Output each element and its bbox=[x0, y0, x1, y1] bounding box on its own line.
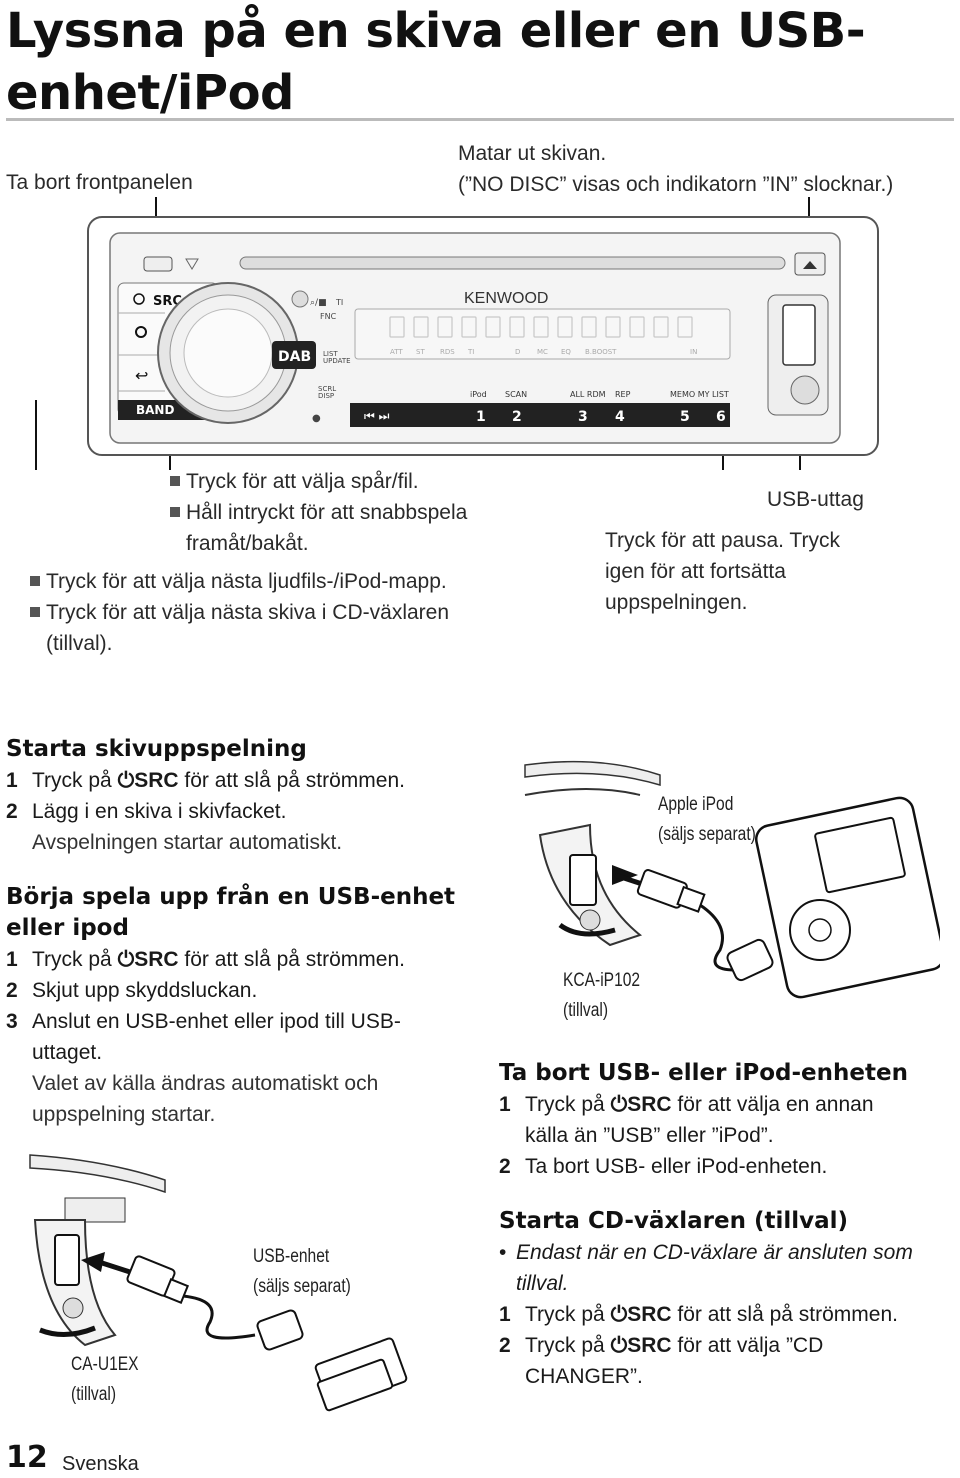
preset-number-3: 3 bbox=[578, 409, 588, 425]
label-usb-device: USB-enhet (säljs separat) bbox=[253, 1246, 351, 1297]
band-button-label: BAND bbox=[136, 403, 174, 417]
heading-start-disc: Starta skivuppspelning bbox=[6, 736, 307, 762]
preset-label-0: iPod bbox=[470, 390, 487, 399]
svg-text:TI: TI bbox=[335, 298, 343, 307]
heading-start-usb: Börja spela upp från en USB-enhet eller … bbox=[6, 884, 456, 941]
src-button-label: SRC bbox=[153, 294, 182, 309]
ipod-connection-illustration bbox=[524, 760, 940, 999]
preset-number-2: 2 bbox=[512, 409, 522, 425]
page-title: Lyssna på en skiva eller en USB- enhet/i… bbox=[6, 3, 866, 121]
preset-number-4: 4 bbox=[615, 409, 625, 425]
car-stereo-illustration: SRC ↩ BAND DAB ⌕/■ TI FNC LIST UPDATE SC… bbox=[35, 197, 879, 470]
callout-remove-panel: Ta bort frontpanelen bbox=[6, 171, 193, 194]
power-icon: ⏻ bbox=[117, 769, 135, 792]
power-icon: ⏻ bbox=[610, 1334, 628, 1357]
bullet-dot-icon: • bbox=[499, 1241, 507, 1264]
bullet-square-icon bbox=[30, 576, 40, 586]
power-icon: ⏻ bbox=[117, 948, 135, 971]
display-indicator-1: ST bbox=[416, 348, 425, 356]
preset-label-1: SCAN bbox=[505, 390, 527, 399]
usb-device-connection-illustration bbox=[29, 1154, 408, 1412]
page-number: 12 bbox=[6, 1440, 48, 1475]
heading-cd-changer: Starta CD-växlaren (tillval) bbox=[499, 1208, 849, 1234]
display-indicator-5: MC bbox=[537, 348, 548, 356]
label-apple-ipod: Apple iPod (säljs separat) bbox=[658, 794, 756, 845]
display-indicator-2: RDS bbox=[440, 348, 455, 356]
svg-text:LIST: LIST bbox=[323, 350, 338, 358]
callout-usb-port: USB-uttag bbox=[767, 488, 864, 511]
bullet-square-icon bbox=[170, 476, 180, 486]
heading-remove-usb: Ta bort USB- eller iPod-enheten bbox=[499, 1060, 908, 1086]
section-start-usb: Börja spela upp från en USB-enhet eller … bbox=[6, 882, 476, 1130]
display-indicator-7: B.BOOST bbox=[585, 348, 617, 356]
label-ca-u1ex: CA-U1EX (tillval) bbox=[71, 1354, 139, 1405]
preset-label-3: REP bbox=[615, 390, 631, 399]
svg-text:⌕/■: ⌕/■ bbox=[310, 298, 327, 308]
svg-text:●: ● bbox=[312, 413, 321, 424]
svg-text:⏮ ⏭: ⏮ ⏭ bbox=[364, 409, 390, 423]
display-indicator-6: EQ bbox=[561, 348, 571, 356]
callout-folder-disc: Tryck för att välja nästa ljudfils-/iPod… bbox=[30, 566, 449, 659]
preset-number-1: 1 bbox=[476, 409, 486, 425]
callout-eject: Matar ut skivan. (”NO DISC” visas och in… bbox=[458, 142, 894, 196]
display-indicator-4: D bbox=[515, 348, 520, 356]
display-indicator-0: ATT bbox=[390, 348, 403, 356]
preset-number-6: 6 bbox=[716, 409, 726, 425]
footer-language: Svenska bbox=[62, 1453, 139, 1475]
preset-number-5: 5 bbox=[680, 409, 690, 425]
power-icon: ⏻ bbox=[610, 1303, 628, 1326]
display-indicator-8: IN bbox=[690, 348, 697, 356]
preset-label-2: ALL RDM bbox=[570, 390, 606, 399]
callout-track: Tryck för att välja spår/fil. Håll intry… bbox=[170, 466, 467, 559]
section-cd-changer: Starta CD-växlaren (tillval) •Endast när… bbox=[499, 1206, 954, 1392]
svg-text:DISP: DISP bbox=[318, 392, 334, 400]
bullet-square-icon bbox=[30, 607, 40, 617]
svg-text:SCRL: SCRL bbox=[318, 385, 336, 393]
bullet-square-icon bbox=[170, 507, 180, 517]
callout-pause: Tryck för att pausa. Tryck igen för att … bbox=[605, 529, 840, 614]
svg-text:FNC: FNC bbox=[320, 312, 337, 321]
svg-text:↩: ↩ bbox=[135, 366, 148, 385]
svg-text:DAB: DAB bbox=[278, 349, 311, 365]
label-kca-ip102: KCA-iP102 (tillval) bbox=[563, 970, 641, 1021]
preset-label-4: MEMO MY LIST bbox=[670, 390, 729, 399]
svg-text:UPDATE: UPDATE bbox=[323, 357, 351, 365]
brand-logo: KENWOOD bbox=[464, 290, 548, 307]
power-icon: ⏻ bbox=[610, 1093, 628, 1116]
display-indicator-3: TI bbox=[467, 348, 474, 356]
title-rule bbox=[6, 118, 954, 121]
